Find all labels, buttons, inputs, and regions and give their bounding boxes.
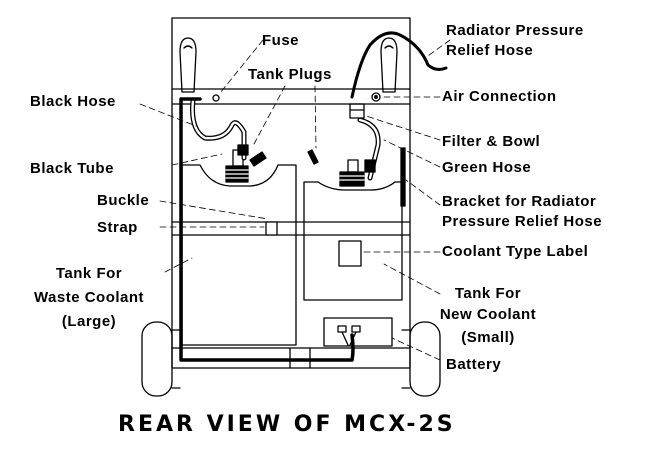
coolant-type-label-box (338, 240, 362, 267)
battery (323, 317, 393, 347)
black-tube (190, 97, 249, 161)
handle-left (179, 37, 197, 93)
page-title: REAR VIEW OF MCX-2S (118, 412, 456, 437)
new-coolant-tank (303, 181, 403, 301)
label-waste-tank-line1: Tank For (55, 265, 123, 282)
handle-right (380, 37, 398, 93)
label-new-tank-line3: (Small) (461, 329, 515, 346)
wheel-left (141, 321, 181, 397)
leader-lines (139, 39, 451, 361)
buckle (265, 221, 278, 236)
green-hose (357, 117, 381, 181)
cart-frame (171, 17, 411, 369)
label-bracket-line1: Bracket for Radiator (442, 193, 597, 210)
waste-tank-plug (225, 149, 249, 183)
filter-and-bowl (349, 103, 365, 119)
label-waste-tank-line3: (Large) (61, 313, 117, 330)
new-tank-plug (339, 159, 365, 187)
waste-coolant-tank (181, 164, 297, 346)
label-radiator-pressure-relief-hose-line2: Relief Hose (446, 42, 534, 59)
label-tank-plugs: Tank Plugs (248, 66, 332, 83)
air-connection (371, 92, 381, 102)
label-black-tube: Black Tube (30, 160, 114, 177)
label-waste-tank-line2: Waste Coolant (33, 289, 145, 306)
radiator-pressure-relief-hose (350, 31, 448, 99)
label-radiator-pressure-relief-hose-line1: Radiator Pressure (446, 22, 584, 39)
label-filter-and-bowl: Filter & Bowl (442, 133, 541, 150)
tank-plug-fittings (249, 149, 319, 167)
label-buckle: Buckle (97, 192, 150, 209)
fuse (212, 94, 220, 102)
label-new-tank-line1: Tank For (454, 285, 522, 302)
label-new-tank-line2: New Coolant (439, 306, 537, 323)
bracket (400, 147, 406, 207)
label-fuse: Fuse (262, 32, 300, 49)
label-bracket-line2: Pressure Relief Hose (442, 213, 603, 230)
label-battery: Battery (446, 356, 502, 373)
label-strap: Strap (97, 219, 138, 236)
label-green-hose: Green Hose (442, 159, 532, 176)
label-air-connection: Air Connection (442, 88, 557, 105)
label-coolant-type-label: Coolant Type Label (442, 243, 589, 260)
label-black-hose: Black Hose (30, 93, 116, 110)
wheel-right (401, 321, 441, 397)
